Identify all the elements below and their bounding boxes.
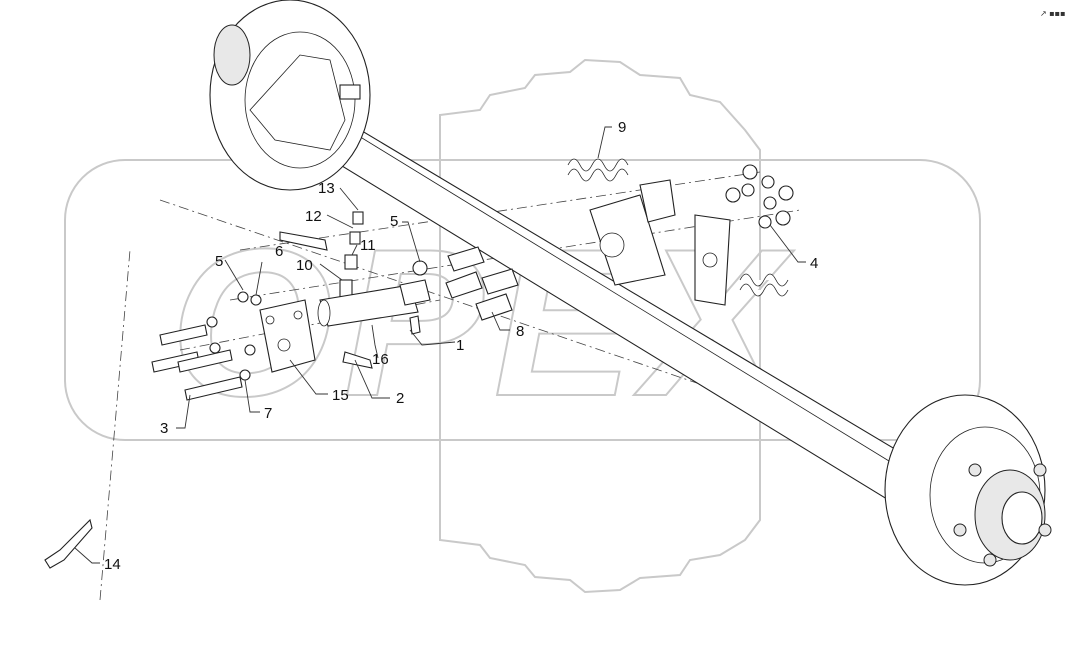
watermark-gear-outline (439, 58, 761, 594)
spring-part-9 (567, 158, 629, 182)
brake-bracket-assembly (589, 179, 731, 306)
washer-part-6 (250, 294, 262, 306)
callout-3: 3 (160, 420, 168, 437)
fittings (339, 211, 364, 299)
callout-5-right: 5 (390, 213, 398, 230)
callout-9: 9 (618, 119, 626, 136)
left-brake-drum (209, 0, 371, 191)
washer-part-7c (239, 369, 251, 381)
bolts-part-3 (151, 324, 243, 401)
fitting-part-12 (349, 231, 361, 245)
callout-8: 8 (516, 323, 524, 340)
callout-labels: 1 2 3 4 5 5 6 7 8 9 10 11 12 13 14 15 16 (104, 119, 818, 573)
fitting-part-13 (352, 211, 364, 225)
bolt-part-1 (409, 315, 421, 335)
spring-lower (739, 273, 789, 297)
callout-7: 7 (264, 405, 272, 422)
bushings-part-8 (445, 246, 519, 321)
leader-lines (74, 126, 806, 564)
washer-part-7d (244, 344, 256, 356)
nuts-washers-part-4 (725, 164, 794, 229)
right-wheel-hub (884, 394, 1052, 586)
callout-13: 13 (318, 180, 335, 197)
brake-cylinder-part-16 (317, 260, 431, 327)
callout-6: 6 (275, 243, 283, 260)
callout-12: 12 (305, 208, 322, 225)
washer-part-5 (237, 291, 249, 303)
washer-part-7b (209, 342, 221, 354)
callout-4: 4 (810, 255, 818, 272)
mounting-plate-part-15 (259, 299, 316, 373)
washer-part-7a (206, 316, 218, 328)
callout-15: 15 (332, 387, 349, 404)
callout-14: 14 (104, 556, 121, 573)
corner-mark: ↗ ▪▪▪ (1040, 9, 1066, 18)
callout-1: 1 (456, 337, 464, 354)
callout-5-left: 5 (215, 253, 223, 270)
fitting-part-11 (344, 254, 358, 270)
callout-16: 16 (372, 351, 389, 368)
watermark-rounded-rect (64, 159, 981, 441)
brake-hose-part-14 (44, 231, 328, 569)
callout-10: 10 (296, 257, 313, 274)
callout-11: 11 (360, 237, 376, 254)
bolt-part-2 (342, 351, 373, 369)
callout-2: 2 (396, 390, 404, 407)
